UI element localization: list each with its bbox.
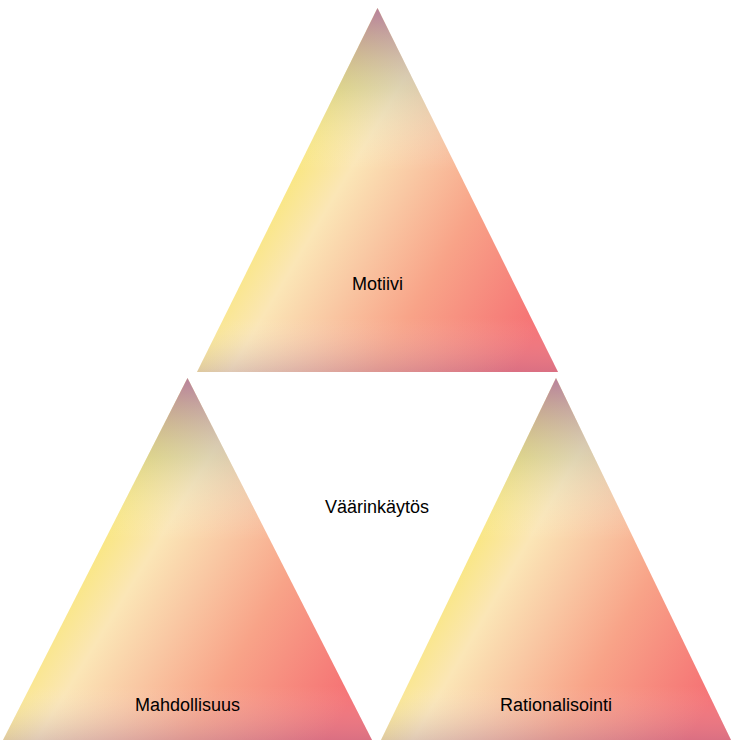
triangle-fill [3, 378, 372, 740]
triangle-node: Motiivi [197, 8, 558, 372]
node-label: Rationalisointi [500, 695, 612, 717]
node-label: Motiivi [352, 274, 403, 296]
node-label: Mahdollisuus [135, 695, 240, 717]
triangle-shape [381, 378, 731, 740]
triangle-node: Rationalisointi [381, 378, 731, 740]
triangle-shade [381, 378, 731, 740]
center-label: Väärinkäytös [325, 497, 429, 519]
triangle-shade [197, 8, 558, 372]
triangle-shape [197, 8, 558, 372]
triangle-node: Mahdollisuus [3, 378, 372, 740]
triangle-fill [381, 378, 731, 740]
triangle-shape [3, 378, 372, 740]
triangle-fill [197, 8, 558, 372]
triangle-shade [3, 378, 372, 740]
